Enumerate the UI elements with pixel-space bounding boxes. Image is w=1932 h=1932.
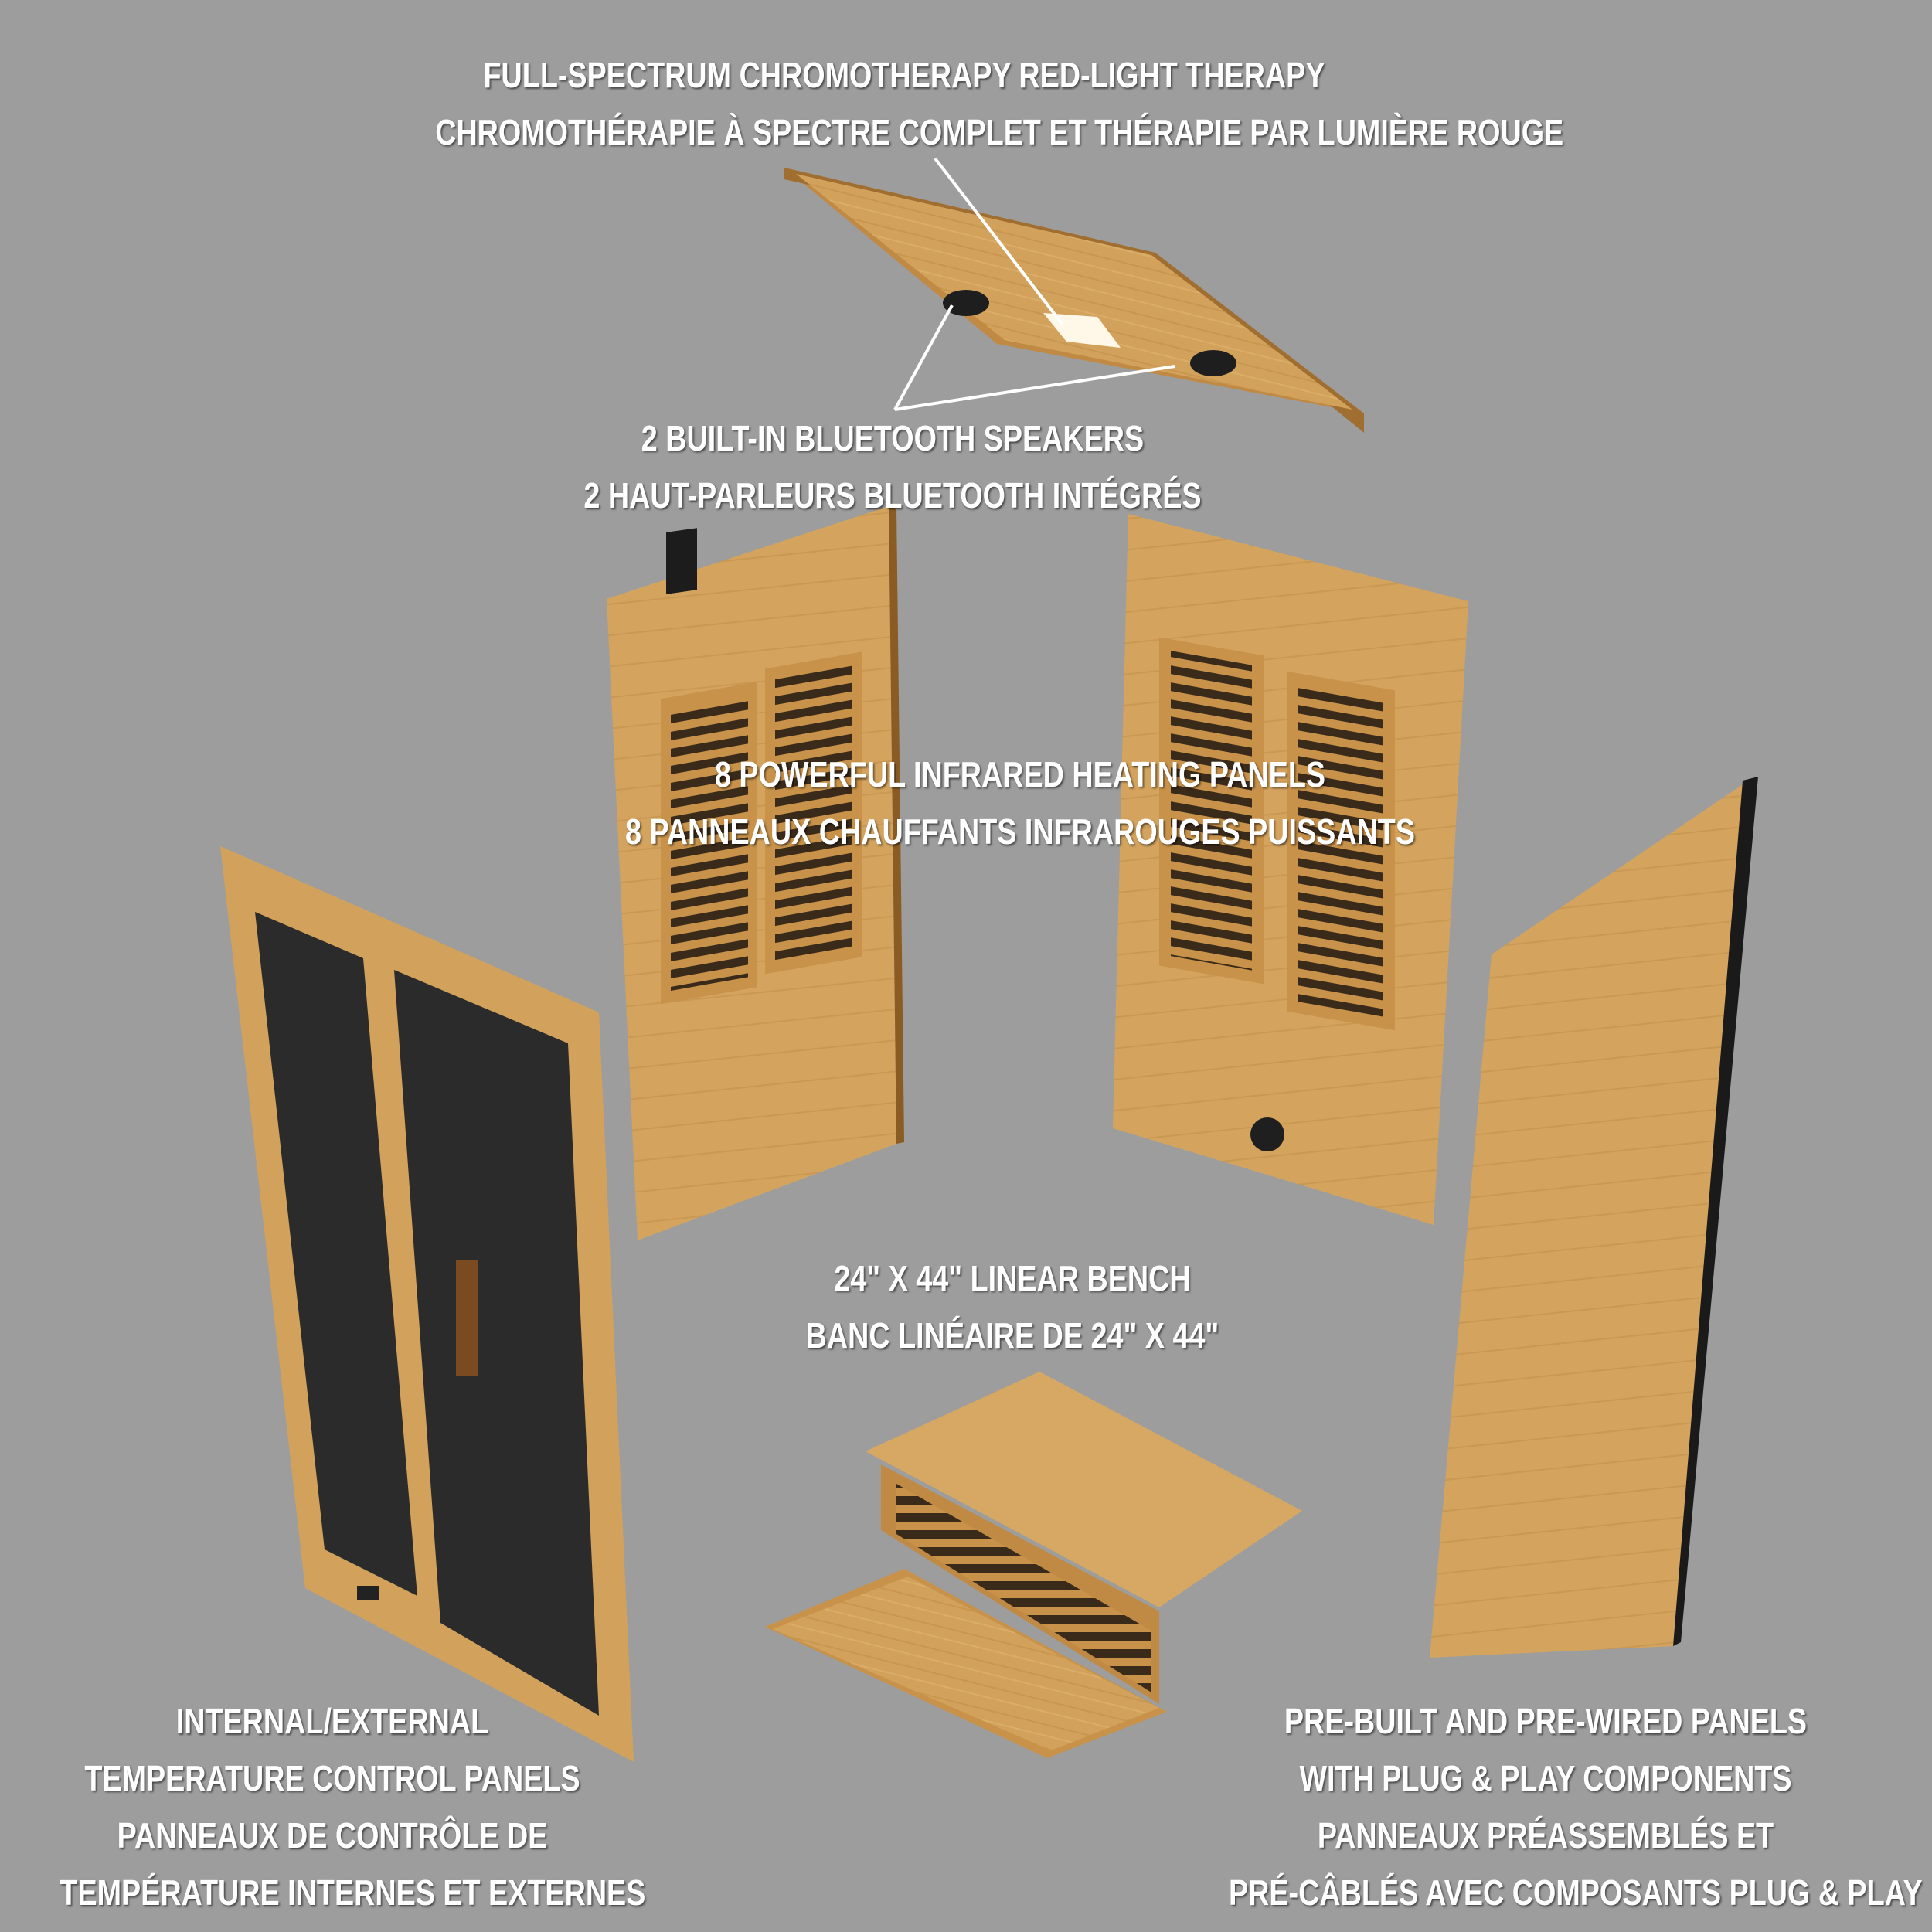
heating-callout: 8 POWERFUL INFRARED HEATING PANELS 8 PAN… [621, 746, 1419, 860]
prebuilt-line2: WITH PLUG & PLAY COMPONENTS [1299, 1758, 1792, 1798]
speaker-right-icon [1190, 350, 1236, 376]
door-handle [456, 1260, 478, 1376]
bench-line-fr: BANC LINÉAIRE DE 24" X 44" [805, 1315, 1219, 1355]
right-back-wall-panel [1113, 514, 1468, 1225]
speakers-callout: 2 BUILT-IN BLUETOOTH SPEAKERS 2 HAUT-PAR… [560, 410, 1226, 524]
controls-callout: INTERNAL/EXTERNAL TEMPERATURE CONTROL PA… [60, 1692, 646, 1921]
bench-callout: 24" X 44" LINEAR BENCH BANC LINÉAIRE DE … [778, 1250, 1247, 1364]
speakers-line-en: 2 BUILT-IN BLUETOOTH SPEAKERS [641, 418, 1145, 458]
red-light-lamp [1043, 313, 1121, 348]
chromotherapy-line-en: FULL-SPECTRUM CHROMOTHERAPY RED-LIGHT TH… [483, 55, 1325, 95]
speaker-left-icon [943, 290, 989, 316]
prebuilt-line3: PANNEAUX PRÉASSEMBLÉS ET [1317, 1815, 1774, 1855]
heating-line-fr: 8 PANNEAUX CHAUFFANTS INFRAROUGES PUISSA… [624, 811, 1416, 852]
chromotherapy-callout: FULL-SPECTRUM CHROMOTHERAPY RED-LIGHT TH… [435, 46, 1564, 161]
prebuilt-callout: PRE-BUILT AND PRE-WIRED PANELS WITH PLUG… [1229, 1692, 1923, 1921]
glass-door-panel [220, 846, 634, 1762]
controls-line3: PANNEAUX DE CONTRÔLE DE [117, 1815, 548, 1855]
vent-icon [1250, 1117, 1284, 1151]
control-panel-icon [666, 528, 697, 594]
controls-line4: TEMPÉRATURE INTERNES ET EXTERNES [60, 1872, 646, 1913]
chromotherapy-line-fr: CHROMOTHÉRAPIE À SPECTRE COMPLET ET THÉR… [435, 112, 1564, 152]
bench [765, 1372, 1302, 1758]
prebuilt-line4: PRÉ-CÂBLÉS AVEC COMPOSANTS PLUG & PLAY [1229, 1872, 1923, 1913]
controls-line2: TEMPERATURE CONTROL PANELS [84, 1758, 580, 1798]
controls-line1: INTERNAL/EXTERNAL [175, 1701, 489, 1741]
heating-line-en: 8 POWERFUL INFRARED HEATING PANELS [714, 754, 1326, 794]
right-side-wall-panel [1430, 777, 1758, 1658]
roof-panel [784, 168, 1364, 433]
bench-line-en: 24" X 44" LINEAR BENCH [834, 1258, 1191, 1298]
prebuilt-line1: PRE-BUILT AND PRE-WIRED PANELS [1284, 1701, 1808, 1741]
callout-lines [893, 157, 1175, 411]
speakers-line-fr: 2 HAUT-PARLEURS BLUETOOTH INTÉGRÉS [583, 475, 1202, 515]
door-control-panel-icon [357, 1586, 379, 1600]
left-back-wall-panel [607, 506, 904, 1240]
